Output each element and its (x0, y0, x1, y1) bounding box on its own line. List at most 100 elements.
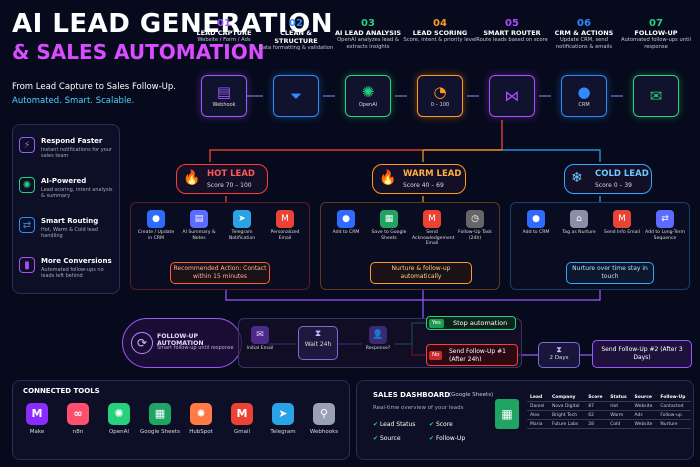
action-icon: ● (147, 210, 165, 228)
action-icon: M (276, 210, 294, 228)
yes-badge: Yes (429, 319, 444, 328)
action-label: Create / Update in CRM (137, 230, 175, 241)
check-label: Lead Status (379, 421, 416, 428)
cold-action-item: ⌂Tag as Nurture (559, 210, 599, 236)
step-06-box: ●CRM (561, 75, 607, 117)
action-icon: ● (337, 210, 355, 228)
action-icon: M (613, 210, 631, 228)
action-label: Send Acknowledgement Email (412, 230, 455, 247)
table-cell: Nova Digital (548, 401, 586, 411)
table-cell: Bright Tech (548, 410, 586, 420)
step-title: SMART ROUTER (483, 29, 541, 37)
step-subtitle: Website / Form / Ads (197, 37, 251, 43)
table-cell: Follow-up (657, 410, 691, 420)
gauge-icon: ◔ (433, 83, 447, 101)
action-icon: ◷ (466, 210, 484, 228)
table-cell: Daniel (527, 401, 549, 411)
dashboard-title: SALES DASHBOARD (373, 391, 451, 399)
telegram-icon: ➤ (272, 403, 294, 425)
benefit-title: Smart Routing (41, 217, 99, 225)
envelope-icon: ✉ (251, 326, 269, 344)
step-number: 05 (505, 18, 519, 29)
action-icon: ⌂ (570, 210, 588, 228)
snowflake-icon: ❄ (571, 170, 583, 186)
step-label: OpenAI (358, 102, 378, 108)
warm-action-item: ▦ Save to Google Sheets (369, 210, 409, 241)
table-cell: Nurture (657, 419, 691, 429)
cold-lead-note: Nurture over time stay in touch (566, 262, 654, 284)
action-icon: ▤ (190, 210, 208, 228)
step-label: 0 – 100 (430, 102, 450, 108)
step-subtitle: Score, intent & priority level (403, 37, 477, 43)
benefit-title: AI-Powered (41, 177, 87, 185)
hourglass-icon: ⧗ (556, 345, 562, 354)
hot-action-item: ➤ Telegram Notification (222, 210, 262, 241)
response-check-label: Response? (365, 346, 391, 351)
step-subtitle: Update CRM, send notifications & emails (555, 37, 613, 50)
action-icon: ⇄ (656, 210, 674, 228)
tool-item: ⚲Webhooks (304, 403, 344, 435)
gmail-icon: M (231, 403, 253, 425)
cold-lead-card: ❄ COLD LEAD Score 0 – 39 (564, 164, 652, 194)
action-label: Add to Long-Term Sequence (645, 230, 685, 241)
check-label: Score (435, 421, 453, 428)
page-subtitle: & SALES AUTOMATION (12, 40, 265, 64)
step-subtitle: Route leads based on score (476, 37, 548, 43)
tool-label: Google Sheets (140, 429, 180, 435)
check-icon: ✔ (429, 421, 436, 428)
webhooks-icon: ⚲ (313, 403, 335, 425)
check-icon: ✔ (429, 435, 436, 442)
action-icon: M (423, 210, 441, 228)
dashboard-title-suffix: (Google Sheets) (449, 392, 494, 398)
hourglass-icon: ⧗ (314, 329, 322, 339)
table-cell: Hot (607, 401, 632, 411)
action-icon: ▦ (380, 210, 398, 228)
warm-lead-card: 🔥 WARM LEAD Score 40 – 69 (372, 164, 466, 194)
warm-action-item: ◷Follow-Up Task (24h) (455, 210, 495, 241)
tool-item: ∞n8n (58, 403, 98, 435)
tool-label: HubSpot (189, 429, 213, 435)
table-cell: Cold (607, 419, 632, 429)
refresh-icon: ⟳ (131, 332, 153, 354)
tool-item: ▦Google Sheets (140, 403, 180, 435)
table-header: Source (631, 393, 658, 402)
dashboard-check-item: ✔ Lead Status (373, 421, 415, 428)
step-title: AI LEAD ANALYSIS (334, 29, 402, 37)
benefit-title: More Conversions (41, 257, 112, 265)
action-label: Save to Google Sheets (371, 230, 407, 241)
wait-24h-label: Wait 24h (304, 341, 332, 348)
make-icon: M (26, 403, 48, 425)
step-subtitle: Data formatting & validation (258, 45, 334, 51)
table-header: Follow-Up (657, 393, 691, 402)
initial-email-step: ✉ Initial Email (240, 326, 280, 352)
step-label: Webhook (212, 102, 236, 108)
table-cell: Contacted (657, 401, 691, 411)
hot-lead-card: 🔥 HOT LEAD Score 70 – 100 (176, 164, 268, 194)
tool-item: ✺OpenAI (99, 403, 139, 435)
table-cell: Website (631, 401, 658, 411)
step-number: 07 (649, 18, 663, 29)
cold-action-item: ●Add to CRM (516, 210, 556, 236)
dashboard-check-item: ✔ Score (429, 421, 453, 428)
response-check-step: 👤 Response? (358, 326, 398, 352)
followup-subtitle: Smart follow-up until response (157, 345, 234, 351)
n8n-icon: ∞ (67, 403, 89, 425)
action-label: Telegram Notification (228, 230, 256, 241)
hubspot-icon: ✸ (190, 403, 212, 425)
table-cell: Maria (527, 419, 549, 429)
table-cell: Alex (527, 410, 549, 420)
openai-icon: ✺ (361, 83, 375, 101)
action-icon: ➤ (233, 210, 251, 228)
two-days-label: 2 Days (549, 355, 569, 361)
